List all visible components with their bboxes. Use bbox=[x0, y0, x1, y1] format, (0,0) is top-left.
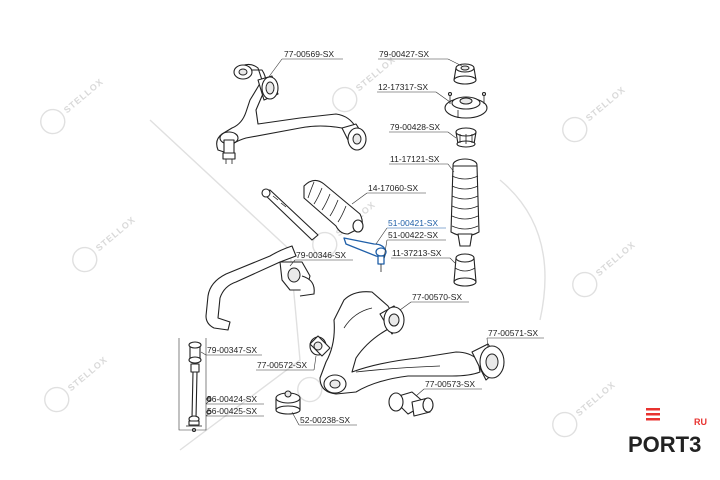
label-77-00569[interactable]: 77-00569-SX bbox=[267, 49, 343, 79]
part-label: 77-00569-SX bbox=[284, 49, 334, 59]
part-label: 79-00427-SX bbox=[379, 49, 429, 59]
watermark-stamp: STELLOX bbox=[552, 379, 618, 438]
lower-arm-silent-block[interactable] bbox=[388, 391, 434, 417]
stabilizer-bar[interactable] bbox=[205, 245, 297, 331]
label-79-00427[interactable]: 79-00427-SX bbox=[378, 49, 463, 67]
watermark-stamp: STELLOX bbox=[72, 214, 138, 273]
logo-bar-icon bbox=[646, 418, 660, 421]
part-label: 79-00347-SX bbox=[207, 345, 257, 355]
strut-top-mount[interactable] bbox=[444, 91, 488, 119]
watermark-outline bbox=[499, 179, 546, 321]
label-79-00347[interactable]: 79-00347-SX bbox=[200, 345, 262, 356]
label-79-00428[interactable]: 79-00428-SX bbox=[389, 122, 457, 139]
watermark-stamp: STELLOX bbox=[40, 76, 106, 135]
watermark-text: STELLOX bbox=[66, 354, 110, 393]
label-14-17060[interactable]: 14-17060-SX bbox=[351, 183, 426, 205]
part-label: 11-17121-SX bbox=[390, 154, 440, 164]
watermark-stamp: STELLOX bbox=[572, 239, 638, 298]
label-77-00572[interactable]: 77-00572-SX bbox=[256, 355, 317, 371]
part-label: 77-00570-SX bbox=[412, 292, 462, 302]
logo-bar-icon bbox=[646, 413, 660, 416]
part-label: 11-37213-SX bbox=[392, 248, 442, 258]
strut-boot[interactable] bbox=[450, 158, 480, 247]
watermark-stamp: STELLOX bbox=[44, 354, 110, 413]
logo-bar-icon bbox=[646, 408, 660, 411]
upper-arm-bushing[interactable] bbox=[257, 75, 279, 101]
label-11-17121[interactable]: 11-17121-SX bbox=[389, 154, 455, 173]
label-11-37213[interactable]: 11-37213-SX bbox=[391, 248, 457, 265]
logo-brand: PORT3 bbox=[628, 432, 701, 457]
watermark-outline bbox=[149, 119, 301, 451]
label-56-00425[interactable]: 56-00425-SX bbox=[205, 406, 264, 417]
part-label: 79-00346-SX bbox=[296, 250, 346, 260]
stabilizer-bushing[interactable] bbox=[279, 261, 315, 297]
watermark-text: STELLOX bbox=[574, 379, 618, 418]
inner-tie-rod[interactable] bbox=[261, 188, 319, 241]
part-label: 77-00573-SX bbox=[425, 379, 475, 389]
lower-arm-inner-bushing[interactable] bbox=[309, 335, 331, 357]
part-label: 56-00425-SX bbox=[207, 406, 257, 416]
watermark-text: STELLOX bbox=[94, 214, 138, 253]
label-52-00238[interactable]: 52-00238-SX bbox=[291, 411, 357, 426]
part-label: 56-00424-SX bbox=[207, 394, 257, 404]
strut-top-nut[interactable] bbox=[453, 63, 477, 85]
lower-ball-joint[interactable] bbox=[275, 390, 301, 415]
part-label: 51-00421-SX bbox=[388, 218, 438, 228]
stabilizer-link[interactable] bbox=[186, 341, 202, 433]
part-label: 14-17060-SX bbox=[368, 183, 418, 193]
steering-rack-boot[interactable] bbox=[303, 179, 364, 235]
lower-arm-front-bushing[interactable] bbox=[379, 305, 405, 335]
label-77-00570[interactable]: 77-00570-SX bbox=[399, 292, 469, 311]
part-label: 77-00572-SX bbox=[257, 360, 307, 370]
strut-bump-stop[interactable] bbox=[453, 253, 477, 287]
port3-logo[interactable]: RU PORT3 bbox=[628, 408, 707, 457]
label-51-00422[interactable]: 51-00422-SX bbox=[383, 230, 446, 259]
part-label: 51-00422-SX bbox=[388, 230, 438, 240]
lower-arm-rear-bushing[interactable] bbox=[471, 343, 505, 381]
strut-bump-bearing[interactable] bbox=[455, 127, 477, 148]
outer-tie-rod-end[interactable] bbox=[343, 237, 387, 272]
label-77-00571[interactable]: 77-00571-SX bbox=[486, 328, 544, 349]
label-12-17317[interactable]: 12-17317-SX bbox=[377, 82, 451, 103]
label-79-00346[interactable]: 79-00346-SX bbox=[289, 250, 353, 267]
upper-arm-rear-bushing[interactable] bbox=[341, 123, 367, 151]
watermark-text: STELLOX bbox=[584, 84, 628, 123]
label-77-00573[interactable]: 77-00573-SX bbox=[415, 379, 482, 397]
stabilizer-link-bracket bbox=[178, 338, 207, 431]
part-label: 12-17317-SX bbox=[378, 82, 428, 92]
watermark-stamp: STELLOX bbox=[562, 84, 628, 143]
upper-control-arm[interactable] bbox=[216, 63, 357, 164]
label-51-00421[interactable]: 51-00421-SX bbox=[375, 218, 446, 245]
part-label: 77-00571-SX bbox=[488, 328, 538, 338]
watermark-text: STELLOX bbox=[62, 76, 106, 115]
label-56-00424[interactable]: 56-00424-SX bbox=[205, 394, 264, 405]
part-label: 52-00238-SX bbox=[300, 415, 350, 425]
watermark-text: STELLOX bbox=[594, 239, 638, 278]
logo-suffix: RU bbox=[694, 417, 707, 427]
part-label: 79-00428-SX bbox=[390, 122, 440, 132]
